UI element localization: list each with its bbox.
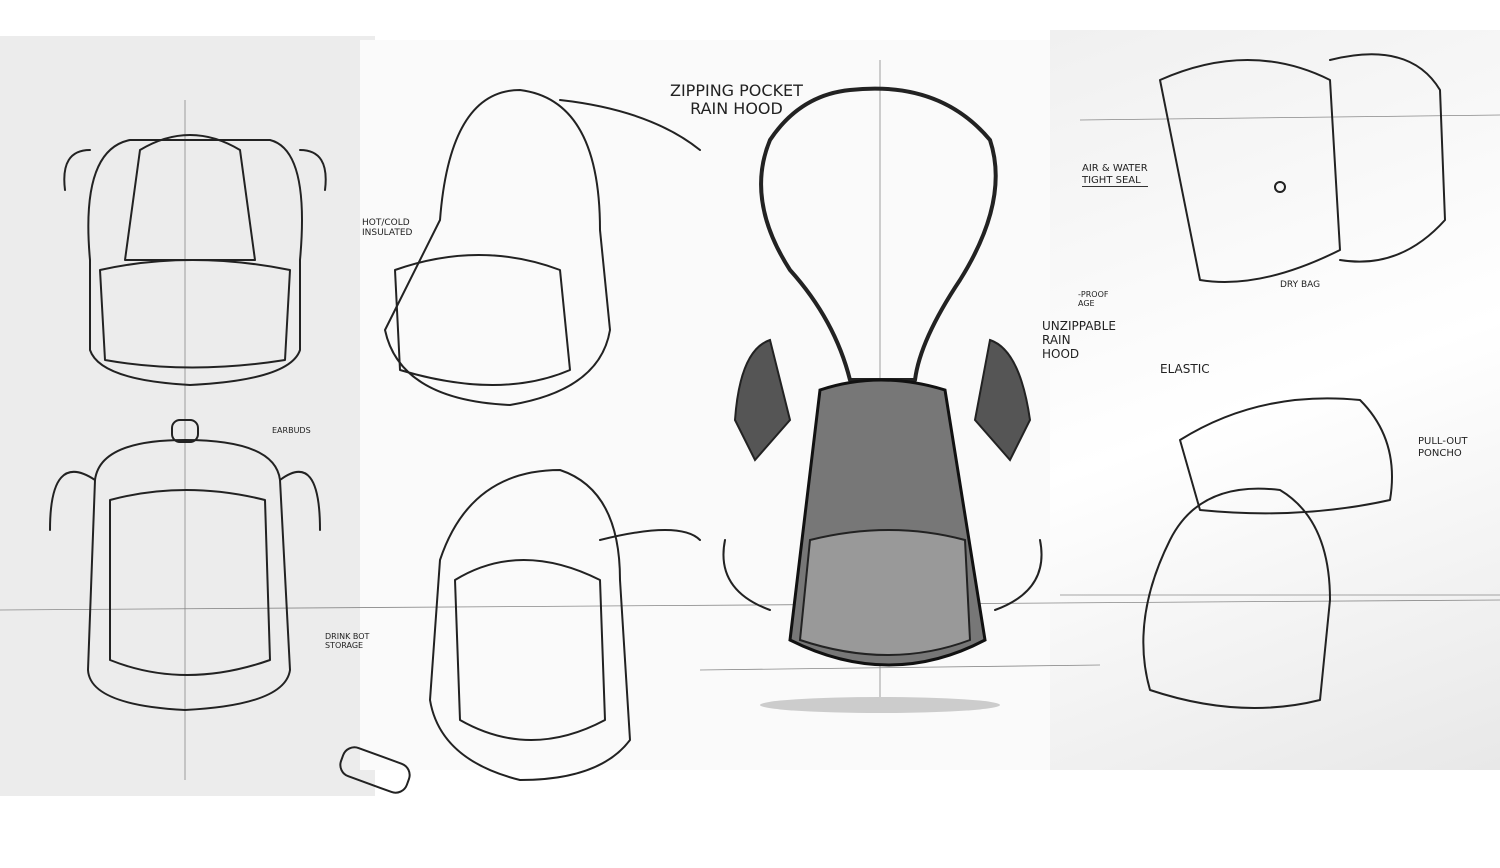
annotation-zipping-pocket: Zipping pocket rain hood	[670, 81, 803, 119]
annotation-elastic: Elastic	[1160, 362, 1210, 376]
annotation-dry-bag: Dry bag	[1280, 280, 1321, 290]
sketch-front-view-bottom	[49, 419, 321, 711]
annotation-waterproof: -proof age	[1078, 290, 1109, 309]
sketch-side-view	[339, 469, 701, 794]
left-paper-sheet	[0, 36, 375, 796]
annotation-unzippable-hood: Unzippable rain hood	[1042, 319, 1116, 361]
annotation-earbuds: Earbuds	[272, 426, 311, 435]
annotation-drink-storage: Drink bot storage	[325, 632, 370, 651]
sketch-three-quarter-view	[384, 89, 701, 406]
sketch-poncho-backpack	[1142, 397, 1393, 709]
ground-shadow	[760, 697, 1000, 713]
right-paper-sheet	[1050, 30, 1500, 770]
annotation-pull-out-poncho: Pull-out poncho	[1418, 436, 1468, 459]
sketch-front-view-top	[63, 134, 327, 386]
sketch-rain-hood-rendering	[722, 86, 1043, 667]
annotation-air-water-seal: Air & water tight seal	[1082, 163, 1148, 187]
sketch-dry-bag	[1159, 53, 1446, 283]
annotation-insulated: Hot/cold insulated	[362, 218, 413, 239]
